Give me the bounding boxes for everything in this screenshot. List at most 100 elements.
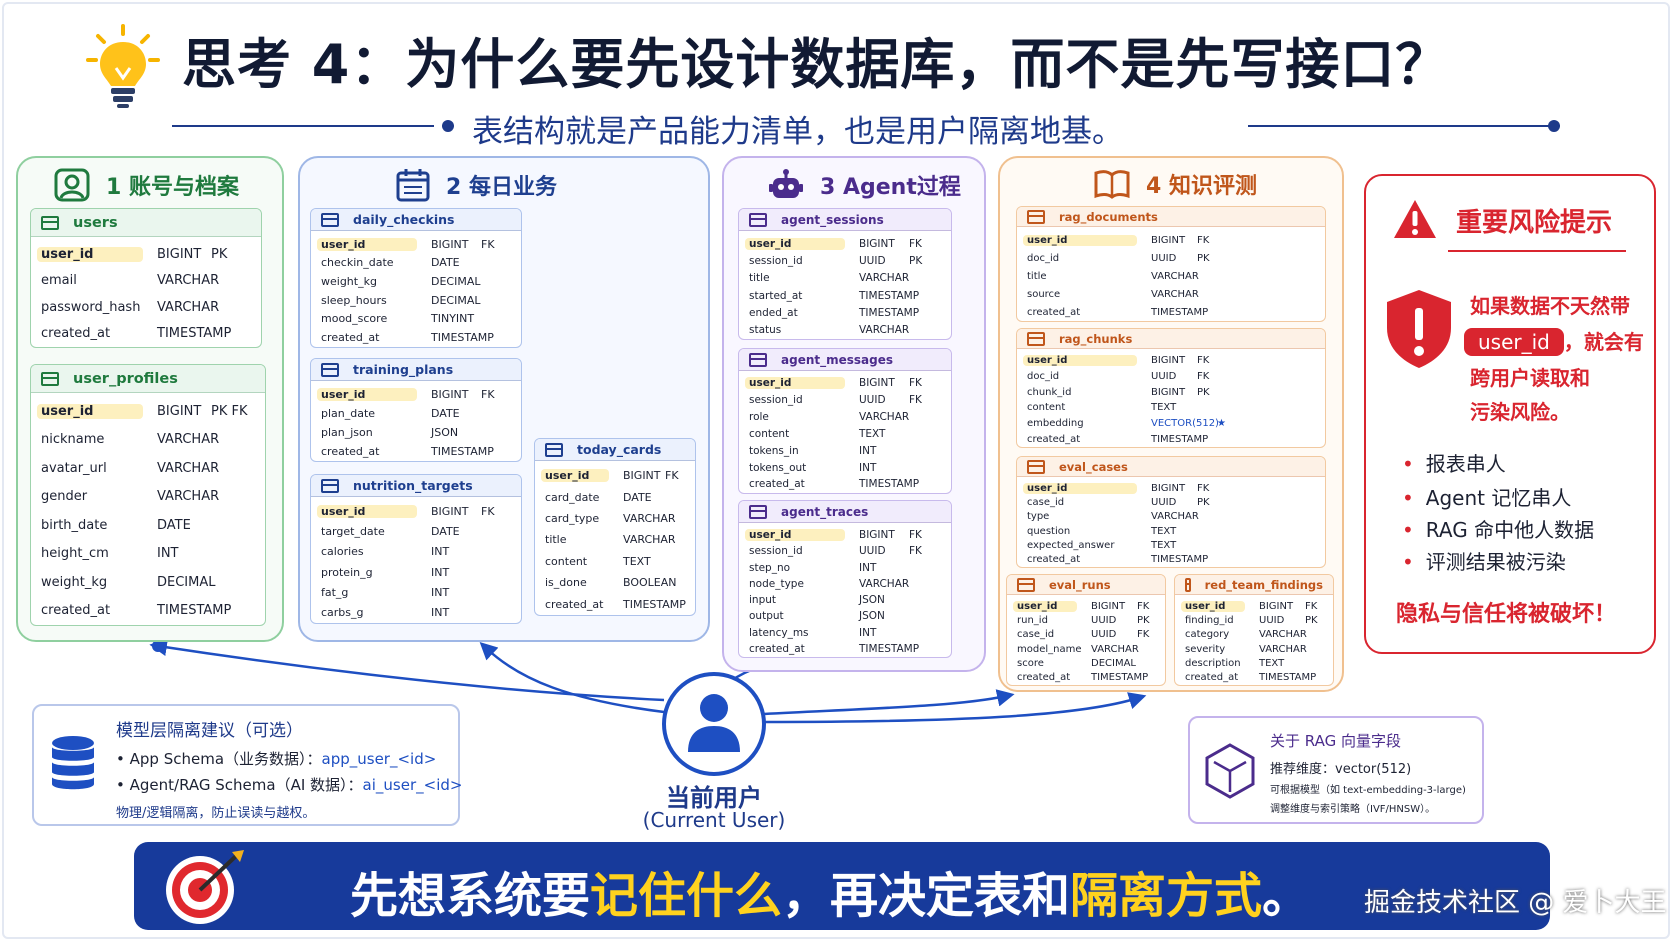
schema-note-footer: 物理/逻辑隔离，防止误读与越权。: [116, 806, 316, 821]
column-type: BIGINT: [431, 504, 469, 518]
column-name: sleep_hours: [321, 293, 387, 307]
column-name: finding_id: [1185, 614, 1234, 626]
schema-note-item-app: • App Schema（业务数据）：app_user_<id>: [116, 750, 437, 768]
column-name: role: [749, 411, 769, 424]
column-name: created_at: [749, 642, 805, 655]
table-name: eval_runs: [1049, 577, 1111, 592]
column-type: VARCHAR: [1151, 288, 1199, 300]
table-name: agent_traces: [781, 504, 869, 519]
column-type: JSON: [859, 610, 885, 623]
subtitle-dot-right: [1548, 120, 1560, 132]
table-name: nutrition_targets: [353, 478, 473, 493]
arrow-to-daily: [479, 642, 665, 714]
column-key: PK: [211, 246, 228, 262]
current-user-label: 当前用户: [666, 784, 762, 812]
subtitle-row: 表结构就是产品能力清单，也是用户隔离地基。: [0, 102, 1672, 150]
column-type: UUID: [859, 545, 886, 558]
panel-knowledge-header: 4 知识评测: [1094, 168, 1257, 200]
column-name: carbs_g: [321, 606, 364, 620]
column-type: DATE: [431, 524, 460, 538]
risk-bullet: Agent 记忆串人: [1402, 482, 1572, 511]
column-type: TINYINT: [431, 312, 475, 326]
column-type: BIGINT: [1151, 386, 1186, 398]
column-name: created_at: [1027, 433, 1081, 445]
column-type: DATE: [431, 407, 460, 420]
schema-note-item-label: Agent/RAG Schema（AI 数据）：: [129, 776, 363, 794]
table-header: rag_chunks: [1017, 329, 1325, 349]
table-icon: [1027, 209, 1045, 224]
column-key: FK: [909, 545, 922, 558]
column-type: UUID: [1091, 629, 1117, 641]
column-type: VARCHAR: [1151, 511, 1199, 523]
column-type: VARCHAR: [157, 273, 220, 289]
table-name: user_profiles: [73, 370, 178, 387]
column-name: plan_date: [321, 407, 376, 420]
risk-bullet: RAG 命中他人数据: [1402, 514, 1594, 543]
column-type: BIGINT: [157, 403, 202, 419]
schema-note: 模型层隔离建议（可选） • App Schema（业务数据）：app_user_…: [32, 704, 462, 826]
column-name: user_id: [1023, 482, 1137, 494]
table-header: agent_traces: [739, 501, 951, 523]
table-header: training_plans: [311, 359, 521, 381]
column-type: INT: [859, 626, 877, 639]
subtitle-line-right: [1248, 125, 1554, 127]
table-row: target_date DATE: [311, 521, 521, 541]
column-name: created_at: [1185, 672, 1239, 684]
column-name: model_name: [1017, 643, 1082, 655]
column-name: created_at: [749, 478, 805, 491]
column-type: VARCHAR: [157, 460, 220, 476]
risk-title: 重要风险提示: [1456, 208, 1613, 238]
column-name: user_id: [541, 469, 609, 483]
column-type: DECIMAL: [157, 574, 216, 590]
column-key: FK: [481, 237, 495, 251]
column-name: height_cm: [41, 546, 109, 562]
schema-note-item-value: app_user_<id>: [321, 750, 437, 768]
column-type: INT: [859, 444, 877, 457]
column-type: VARCHAR: [859, 577, 910, 590]
column-type: BIGINT: [623, 469, 661, 483]
risk-line2-suffix: ，就会有: [1563, 330, 1644, 354]
column-type: DECIMAL: [431, 293, 481, 307]
vector-cube-icon: [1205, 743, 1255, 799]
panel-account-title: 1 账号与档案: [106, 175, 239, 200]
column-type: VARCHAR: [859, 324, 910, 337]
column-name: tokens_in: [749, 444, 799, 457]
column-type: TIMESTAMP: [157, 326, 232, 342]
rag-note-line1: 推荐维度：vector(512): [1270, 762, 1412, 777]
table-name: red_team_findings: [1204, 577, 1323, 592]
column-name: created_at: [41, 326, 111, 342]
column-type: VARCHAR: [157, 489, 220, 505]
column-key: FK: [1305, 600, 1318, 612]
column-name: doc_id: [1027, 252, 1060, 264]
column-name: email: [41, 273, 77, 289]
column-name: target_date: [321, 524, 385, 538]
table-name: rag_documents: [1059, 209, 1158, 224]
rag-note-title: 关于 RAG 向量字段: [1270, 732, 1401, 750]
column-type: TEXT: [859, 427, 886, 440]
column-type: UUID: [1091, 614, 1117, 626]
